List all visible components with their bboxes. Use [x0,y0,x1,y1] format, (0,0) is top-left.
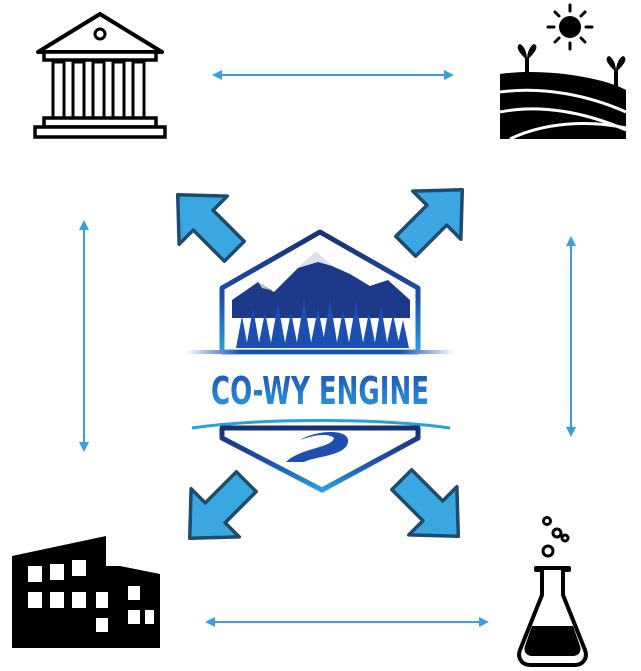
mountain-range-icon [232,252,410,318]
farm-field-sun-icon [499,3,627,141]
river-swoosh-icon [286,432,349,462]
connector-arrows [79,70,576,627]
outward-arrows [151,163,489,565]
co-wy-engine-logo: CO-WY ENGINE [186,229,454,493]
pine-trees-icon [236,300,409,348]
arrow-to-industry [163,455,273,565]
factory-icon [12,536,160,648]
logo-badge-bottom [219,425,421,493]
logo-divider [186,350,454,354]
arrow-to-government [151,168,261,278]
government-building-icon [33,12,167,139]
lab-flask-icon [517,516,588,667]
arrow-to-agriculture [379,163,489,273]
logo-title: CO-WY ENGINE [211,369,429,413]
arrow-to-research [375,453,485,563]
sun-icon [546,3,594,51]
